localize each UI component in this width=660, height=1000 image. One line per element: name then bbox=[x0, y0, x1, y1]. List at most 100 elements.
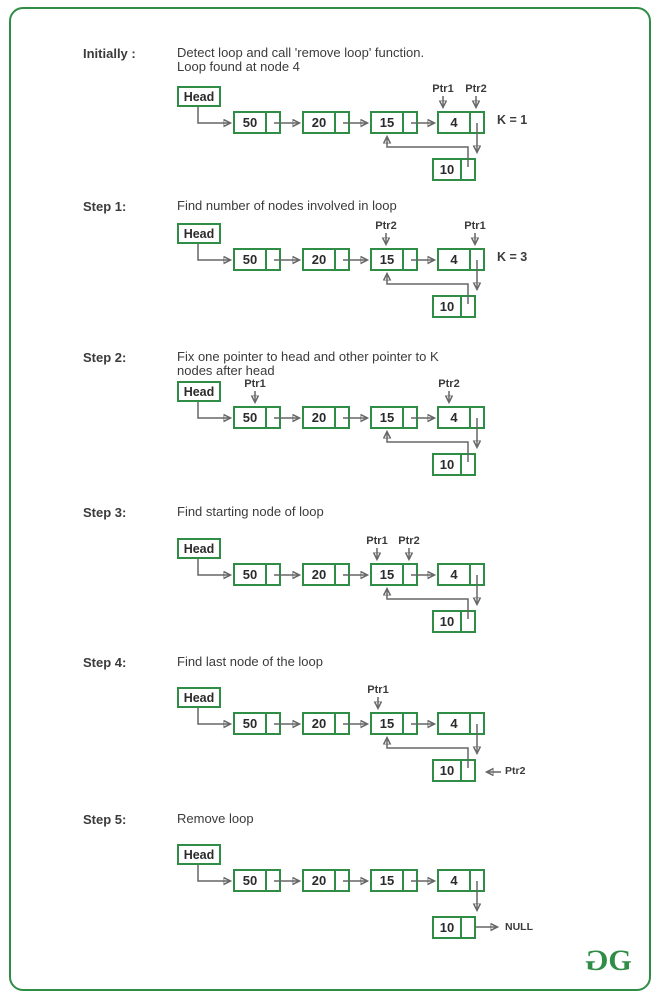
node-next-cell bbox=[471, 250, 483, 269]
node-value: 4 bbox=[439, 714, 471, 733]
ptr1-label: Ptr1 bbox=[366, 535, 388, 547]
node-20: 20 bbox=[302, 111, 350, 134]
section-step3-label: Step 3: bbox=[83, 505, 127, 520]
node-15: 15 bbox=[370, 406, 418, 429]
node-value: 20 bbox=[304, 714, 336, 733]
section-step1-desc: Find number of nodes involved in loop bbox=[177, 198, 397, 213]
node-50: 50 bbox=[233, 869, 281, 892]
node-next-cell bbox=[471, 714, 483, 733]
ptr1-label: Ptr1 bbox=[432, 83, 454, 95]
null-label: NULL bbox=[505, 921, 533, 933]
node-value: 15 bbox=[372, 565, 404, 584]
section-step2-label: Step 2: bbox=[83, 350, 127, 365]
ptr2-label: Ptr2 bbox=[375, 220, 397, 232]
node-next-cell bbox=[404, 408, 416, 427]
node-4: 4 bbox=[437, 869, 485, 892]
head-label: Head bbox=[183, 541, 215, 556]
node-value: 10 bbox=[434, 297, 462, 316]
ptr2-label: Ptr2 bbox=[398, 535, 420, 547]
head-box: Head bbox=[177, 86, 221, 107]
node-next-cell bbox=[462, 455, 474, 474]
node-10: 10 bbox=[432, 453, 476, 476]
node-value: 20 bbox=[304, 565, 336, 584]
head-box: Head bbox=[177, 538, 221, 559]
node-value: 50 bbox=[235, 714, 267, 733]
node-10: 10 bbox=[432, 916, 476, 939]
node-value: 4 bbox=[439, 565, 471, 584]
node-10: 10 bbox=[432, 610, 476, 633]
node-next-cell bbox=[267, 871, 279, 890]
head-label: Head bbox=[183, 690, 215, 705]
node-15: 15 bbox=[370, 712, 418, 735]
ptr2-label: Ptr2 bbox=[438, 378, 460, 390]
node-50: 50 bbox=[233, 712, 281, 735]
k-value-label: K = 1 bbox=[497, 113, 528, 127]
head-box: Head bbox=[177, 844, 221, 865]
node-next-cell bbox=[462, 297, 474, 316]
node-value: 10 bbox=[434, 160, 462, 179]
node-value: 20 bbox=[304, 113, 336, 132]
node-value: 20 bbox=[304, 408, 336, 427]
ptr1-label: Ptr1 bbox=[244, 378, 266, 390]
node-value: 15 bbox=[372, 714, 404, 733]
node-value: 10 bbox=[434, 918, 462, 937]
node-4: 4 bbox=[437, 712, 485, 735]
node-value: 20 bbox=[304, 250, 336, 269]
section-step2-desc: Fix one pointer to head and other pointe… bbox=[177, 349, 439, 378]
node-next-cell bbox=[336, 714, 348, 733]
head-box: Head bbox=[177, 687, 221, 708]
node-value: 15 bbox=[372, 408, 404, 427]
node-next-cell bbox=[471, 565, 483, 584]
node-value: 10 bbox=[434, 612, 462, 631]
ptr1-label: Ptr1 bbox=[367, 684, 389, 696]
ptr2-label: Ptr2 bbox=[465, 83, 487, 95]
ptr2-side-label: Ptr2 bbox=[505, 765, 526, 777]
node-value: 4 bbox=[439, 113, 471, 132]
node-value: 4 bbox=[439, 250, 471, 269]
node-next-cell bbox=[462, 612, 474, 631]
node-value: 10 bbox=[434, 761, 462, 780]
node-next-cell bbox=[404, 565, 416, 584]
node-value: 50 bbox=[235, 565, 267, 584]
node-20: 20 bbox=[302, 248, 350, 271]
node-next-cell bbox=[267, 408, 279, 427]
logo-g-mirrored: G bbox=[586, 944, 609, 977]
node-next-cell bbox=[267, 113, 279, 132]
node-20: 20 bbox=[302, 563, 350, 586]
node-value: 50 bbox=[235, 113, 267, 132]
node-4: 4 bbox=[437, 563, 485, 586]
node-50: 50 bbox=[233, 563, 281, 586]
node-next-cell bbox=[404, 113, 416, 132]
node-value: 50 bbox=[235, 871, 267, 890]
head-label: Head bbox=[183, 226, 215, 241]
node-next-cell bbox=[336, 250, 348, 269]
node-4: 4 bbox=[437, 111, 485, 134]
head-label: Head bbox=[183, 847, 215, 862]
head-label: Head bbox=[183, 89, 215, 104]
node-20: 20 bbox=[302, 712, 350, 735]
node-next-cell bbox=[471, 408, 483, 427]
node-10: 10 bbox=[432, 158, 476, 181]
node-20: 20 bbox=[302, 869, 350, 892]
node-10: 10 bbox=[432, 759, 476, 782]
node-15: 15 bbox=[370, 869, 418, 892]
node-value: 20 bbox=[304, 871, 336, 890]
node-4: 4 bbox=[437, 406, 485, 429]
node-15: 15 bbox=[370, 111, 418, 134]
node-value: 50 bbox=[235, 250, 267, 269]
node-next-cell bbox=[462, 160, 474, 179]
node-50: 50 bbox=[233, 248, 281, 271]
node-next-cell bbox=[267, 714, 279, 733]
section-step3-desc: Find starting node of loop bbox=[177, 504, 324, 519]
geeksforgeeks-logo: GG bbox=[586, 944, 632, 978]
node-next-cell bbox=[336, 113, 348, 132]
section-step1-label: Step 1: bbox=[83, 199, 127, 214]
node-next-cell bbox=[336, 871, 348, 890]
head-box: Head bbox=[177, 381, 221, 402]
node-value: 15 bbox=[372, 250, 404, 269]
node-value: 15 bbox=[372, 113, 404, 132]
node-50: 50 bbox=[233, 111, 281, 134]
node-next-cell bbox=[404, 871, 416, 890]
node-value: 10 bbox=[434, 455, 462, 474]
node-next-cell bbox=[471, 113, 483, 132]
